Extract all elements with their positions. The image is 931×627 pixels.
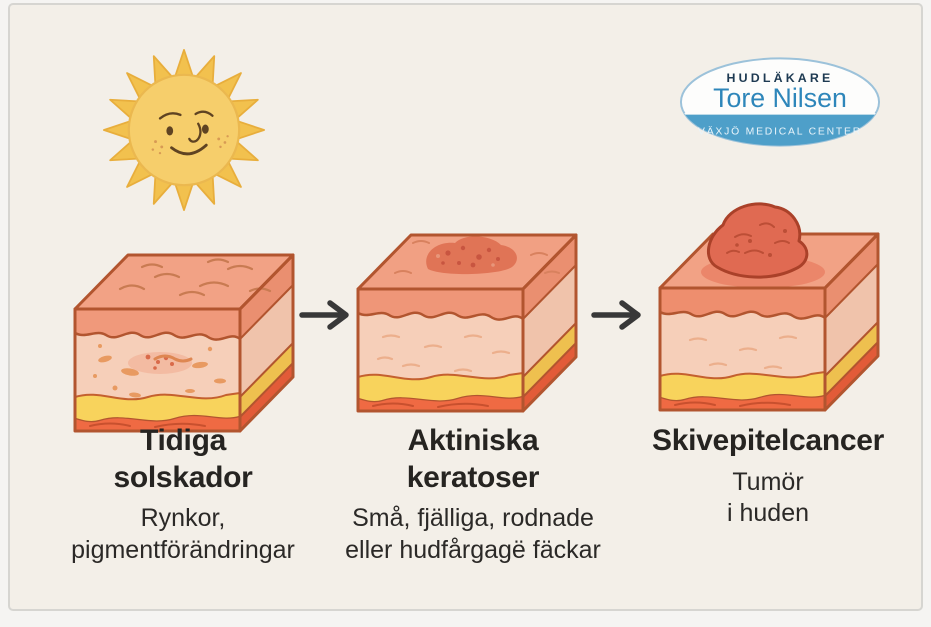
skin-cross-section-early-damage	[60, 231, 310, 436]
skin-cross-section-actinic-keratosis	[343, 211, 593, 416]
clinic-logo: HUDLÄKARE Tore Nilsen VÄXJÖ MEDICAL CENT…	[676, 55, 884, 149]
logo-top-text: HUDLÄKARE	[727, 70, 834, 85]
stage-title: Skivepitelcancer	[651, 424, 884, 457]
pigment-spots	[93, 344, 226, 398]
right-arrow-icon	[588, 295, 648, 335]
dermis-texture	[376, 334, 511, 373]
logo-name-text: Tore Nilsen	[713, 83, 847, 113]
logo-bottom-text: VÄXJÖ MEDICAL CENTER	[698, 126, 862, 138]
stage-description: Små, fjälliga, rodnade eller hudfårgagë …	[345, 504, 601, 564]
stage-actinic-keratoses: Aktiniska keratoser Små, fjälliga, rodna…	[310, 423, 636, 566]
sun-freckles	[151, 135, 229, 155]
stage-early-sun-damage: Tidiga solskador Rynkor, pigmentförändri…	[30, 423, 336, 566]
stage-title: Aktiniska keratoser	[406, 424, 540, 494]
stage-title: Tidiga solskador	[113, 424, 253, 494]
stage-description: Rynkor, pigmentförändringar	[71, 504, 295, 564]
sun-face	[127, 73, 241, 187]
skin-cross-section-tumor	[645, 195, 895, 415]
tumor-mound	[707, 202, 809, 279]
stage-description: Tumör i huden	[726, 467, 810, 528]
stage-squamous-cell-cancer: Skivepitelcancer Tumör i huden	[618, 423, 918, 530]
diagram-canvas: HUDLÄKARE Tore Nilsen VÄXJÖ MEDICAL CENT…	[8, 3, 923, 611]
smiling-sun-icon	[95, 41, 273, 219]
right-arrow-icon	[296, 295, 356, 335]
